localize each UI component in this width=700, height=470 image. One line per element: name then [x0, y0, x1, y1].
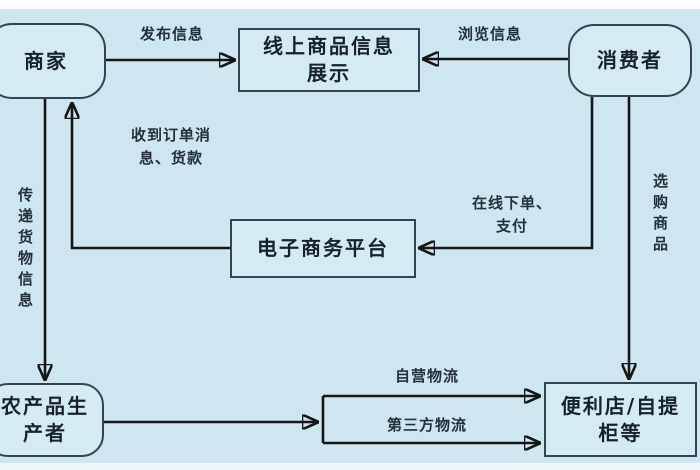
edge-label-deliver-goods-info: 传递货物信息 — [16, 187, 34, 313]
node-convenience-store: 便利店/自提 柜等 — [544, 382, 697, 457]
edge-label-publish-info: 发布信息 — [139, 25, 204, 43]
node-agri-producer: 农产品生 产者 — [0, 383, 104, 457]
node-ecommerce-platform: 电子商务平台 — [230, 219, 416, 278]
edge-label-third-party-logistics: 第三方物流 — [386, 416, 467, 434]
node-consumer: 消费者 — [568, 24, 692, 97]
edge-label-browse-info: 浏览信息 — [457, 25, 522, 43]
top-white-band — [0, 0, 700, 9]
node-online-info-display: 线上商品信息 展示 — [238, 28, 420, 92]
edge-label-online-order-pay: 在线下单、 支付 — [471, 194, 552, 235]
node-merchant: 商家 — [0, 23, 106, 99]
edge-label-order-received: 收到订单消 息、货款 — [130, 126, 211, 167]
edge-label-self-logistics: 自营物流 — [394, 367, 459, 385]
bottom-white-band — [0, 463, 700, 470]
edge-label-select-goods: 选购商品 — [651, 173, 669, 257]
